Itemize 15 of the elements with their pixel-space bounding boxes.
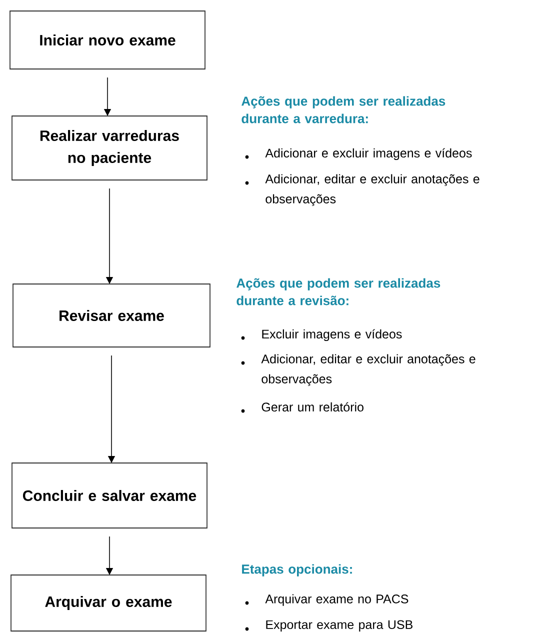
list-item: Excluir imagens e vídeos: [262, 329, 402, 341]
process-box: Concluir e salvar exame: [12, 462, 208, 528]
section-heading: Ações que podem ser realizadas durante a revisão:: [236, 278, 440, 306]
section-heading: Etapas opcionais:: [242, 564, 352, 576]
process-box: Arquivar o exame: [10, 574, 206, 632]
process-box: Realizar varreduras no paciente: [12, 116, 208, 180]
list-item: Exportar exame para USB: [266, 620, 412, 632]
list-item: Arquivar exame no PACS: [265, 594, 408, 606]
process-box: Iniciar novo exame: [10, 10, 206, 70]
process-box: Revisar exame: [12, 284, 210, 348]
list-item: Adicionar e excluir imagens e vídeos: [265, 148, 472, 160]
section-heading: Ações que podem ser realizadas durante a varredura:: [242, 96, 446, 124]
list-item: Gerar um relatório: [262, 402, 364, 412]
list-item: Adicionar, editar e excluir anotações e observações: [265, 174, 480, 206]
list-item: Adicionar, editar e excluir anotações e observações: [261, 354, 476, 386]
